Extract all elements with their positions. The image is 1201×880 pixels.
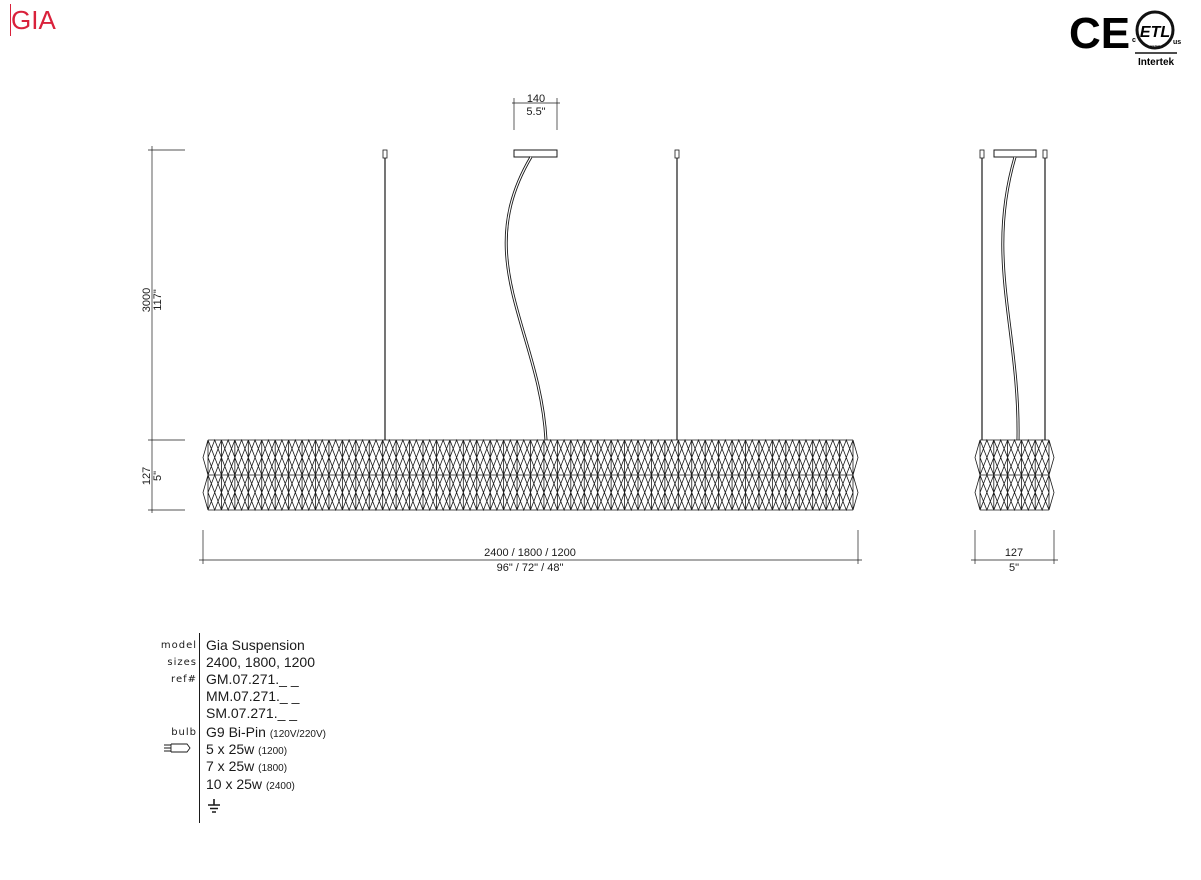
canopy-dim-in: 5.5" [526, 106, 545, 118]
model-label: model [160, 640, 197, 651]
svg-text:Intertek: Intertek [1138, 57, 1175, 68]
wattage: 5 x 25w [206, 741, 255, 757]
depth-dim-in: 5" [1009, 562, 1019, 574]
bulb-type: G9 Bi-Pin [206, 724, 266, 740]
fixture-body-side [974, 438, 1055, 512]
title-text: GIA [11, 5, 56, 35]
ref-value: GM.07.271._ _ [206, 671, 299, 687]
height-dim-in: 117" [152, 289, 164, 311]
wattage: 7 x 25w [206, 758, 255, 774]
ref-value: MM.07.271._ _ [206, 688, 300, 704]
model-value: Gia Suspension [206, 637, 305, 653]
svg-text:us: us [1173, 39, 1181, 46]
lattice-path [202, 438, 859, 512]
wattage-size: (1200) [258, 746, 288, 757]
certification-marks: CE ETL c us LISTED Intertek [1069, 9, 1181, 68]
length-dim-in: 96" / 72" / 48" [497, 562, 564, 574]
technical-drawing: 140 5.5" 3000 117" 127 5" 2400 / 1800 / … [141, 93, 1058, 574]
wattage-size: (1800) [258, 763, 288, 774]
body-dim-in: 5" [152, 471, 164, 481]
etl-mark: ETL c us LISTED Intertek [1132, 10, 1181, 68]
length-dim-mm: 2400 / 1800 / 1200 [484, 547, 576, 559]
fixture-body-front [202, 438, 859, 512]
product-title: GIA [10, 4, 56, 36]
bulb-icon [164, 743, 191, 753]
dimension-lines [148, 98, 1058, 564]
canopy-dim-mm: 140 [527, 93, 545, 105]
wattage-size: (2400) [265, 781, 295, 792]
sizes-value: 2400, 1800, 1200 [206, 654, 315, 670]
svg-text:ETL: ETL [1140, 24, 1170, 41]
height-dim-mm: 3000 [141, 288, 153, 312]
sizes-label: sizes [167, 657, 197, 668]
spec-divider [199, 633, 200, 823]
svg-text:CE: CE [1069, 9, 1130, 58]
depth-dim-mm: 127 [1005, 547, 1023, 559]
lattice-path [974, 438, 1055, 512]
bulb-voltage: (120V/220V) [269, 729, 326, 740]
svg-text:LISTED: LISTED [1150, 44, 1161, 48]
svg-text:c: c [1132, 37, 1136, 44]
suspension-cables [382, 149, 1048, 441]
body-dim-mm: 127 [141, 467, 153, 485]
ref-value: SM.07.271._ _ [206, 705, 298, 721]
ground-icon [208, 799, 220, 813]
ref-label: ref# [171, 674, 197, 685]
bulb-label: bulb [171, 727, 197, 738]
wattage: 10 x 25w [206, 776, 263, 792]
ce-mark: CE [1069, 9, 1130, 58]
bulb-value: G9 Bi-Pin (120V/220V) [206, 724, 326, 740]
